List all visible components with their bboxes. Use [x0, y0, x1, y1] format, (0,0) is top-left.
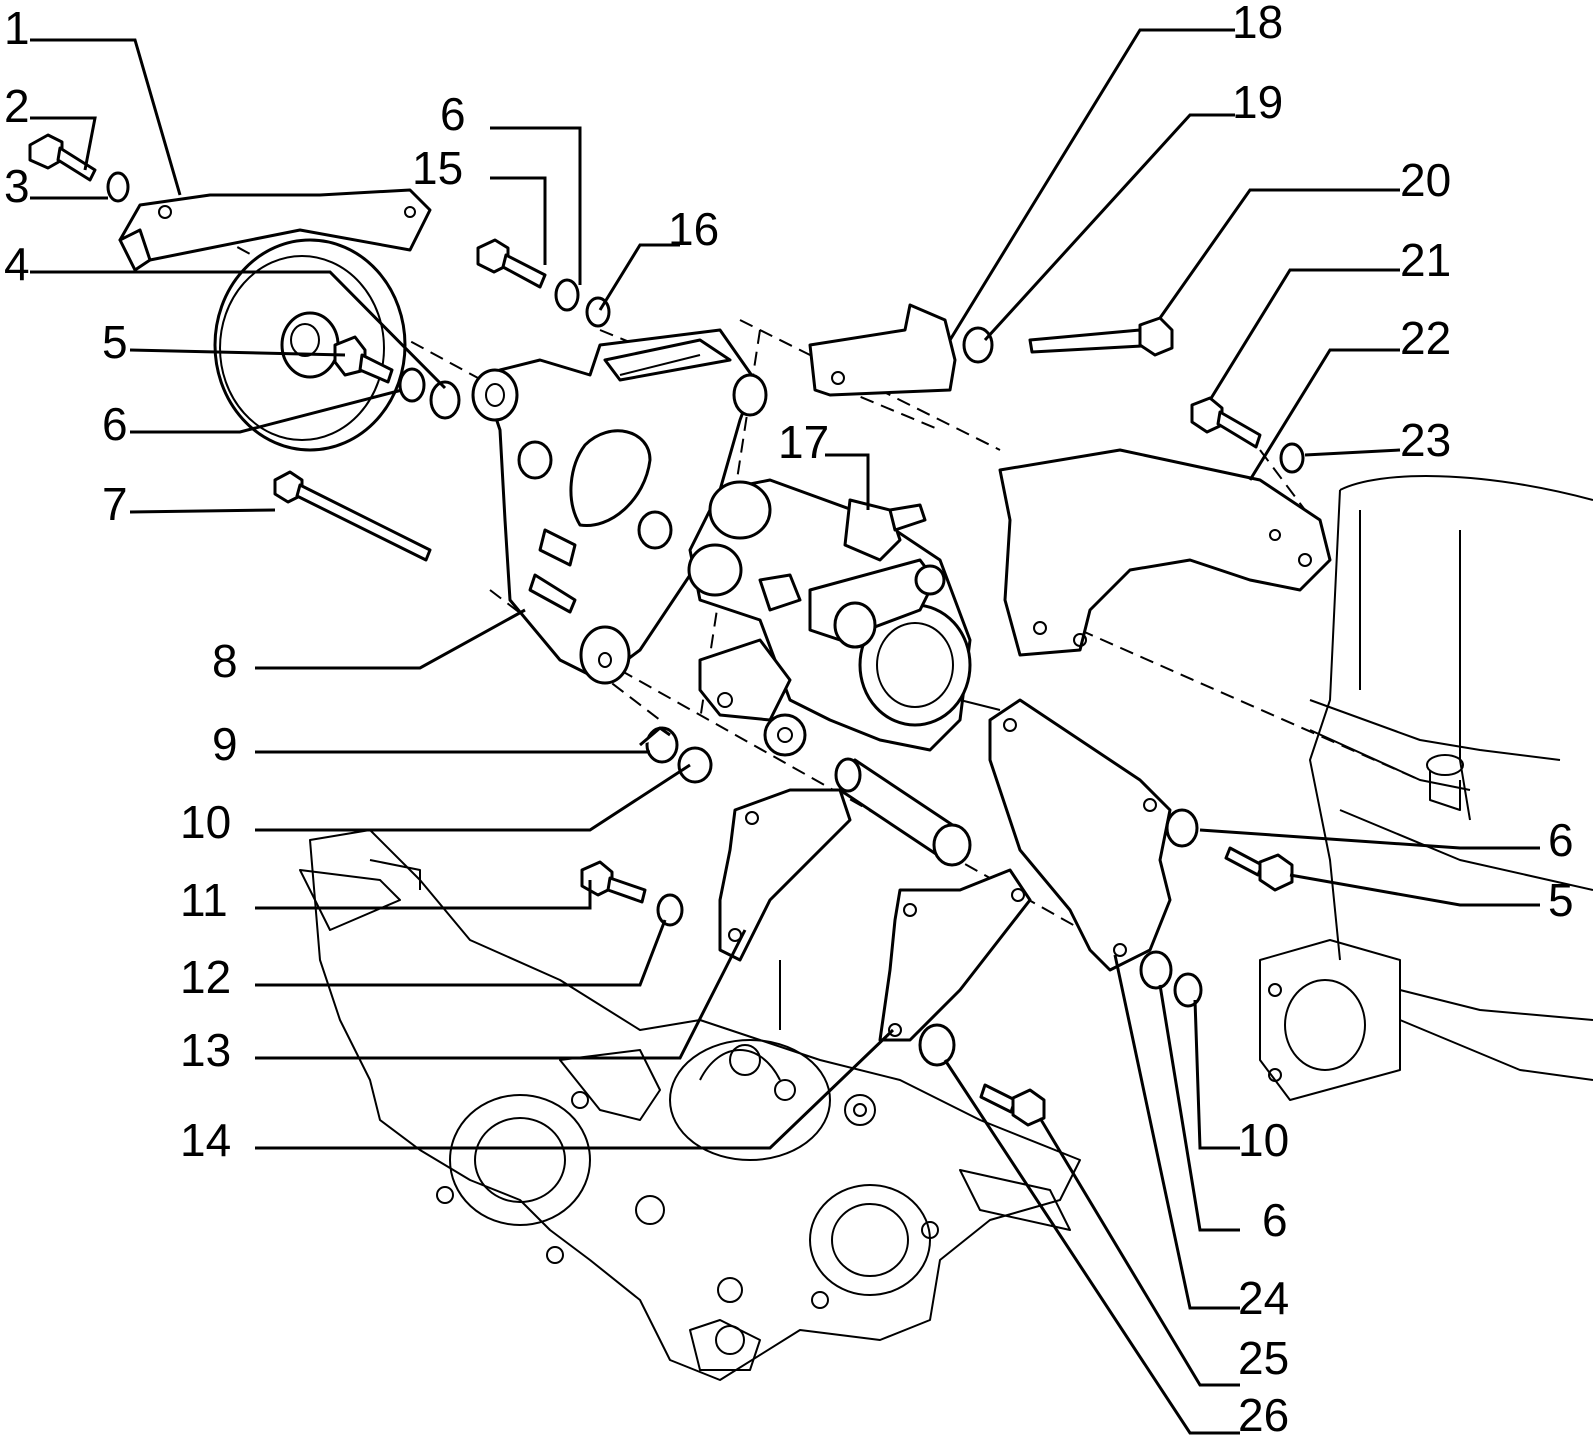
- callout-6: 6: [102, 398, 128, 450]
- callout-15: 15: [412, 142, 463, 194]
- washer-12: [656, 893, 684, 927]
- leader-lines: [30, 28, 1540, 1435]
- nut-19: [962, 326, 994, 364]
- callout-18: 18: [1232, 0, 1283, 48]
- bolt-26: [979, 1083, 1046, 1127]
- plate-14: [878, 868, 1032, 1042]
- callout-10: 10: [180, 796, 231, 848]
- callout-16: 16: [668, 203, 719, 255]
- washer-6-right: [1165, 808, 1199, 848]
- callout-24: 24: [1238, 1272, 1289, 1324]
- bolt-5: [333, 335, 394, 384]
- engine-block: [299, 829, 1081, 1381]
- bracket-18: [808, 303, 957, 397]
- nut-10: [677, 746, 713, 784]
- callout-8: 8: [212, 635, 238, 687]
- bolt-21: [1190, 396, 1262, 449]
- callout-22: 22: [1400, 312, 1451, 364]
- callout-6-top: 6: [440, 88, 466, 140]
- callout-3: 3: [4, 160, 30, 212]
- nut-10-right: [1173, 972, 1203, 1008]
- callout-5: 5: [102, 316, 128, 368]
- callout-4: 4: [4, 238, 30, 290]
- bolt-15: [476, 238, 547, 289]
- callout-7: 7: [102, 478, 128, 530]
- callout-10-right: 10: [1238, 1114, 1289, 1166]
- bolt-5-right: [1224, 846, 1294, 892]
- spacer-4: [429, 380, 461, 420]
- callout-17: 17: [778, 416, 829, 468]
- washer-6-lower: [1139, 950, 1173, 990]
- plate-13: [718, 788, 852, 962]
- callout-12: 12: [180, 951, 231, 1003]
- long-bolt-7: [273, 470, 432, 562]
- callout-19: 19: [1232, 76, 1283, 128]
- callout-23: 23: [1400, 414, 1451, 466]
- washer-6: [398, 367, 426, 403]
- callout-6-right: 6: [1548, 814, 1574, 866]
- spacer-tube-13: [834, 757, 972, 867]
- washer-6-top: [554, 278, 580, 312]
- callout-11: 11: [180, 874, 228, 926]
- pulley-assembly: [118, 188, 432, 452]
- callout-20: 20: [1400, 154, 1451, 206]
- nut-9-flange: [639, 726, 671, 747]
- callout-14: 14: [180, 1114, 231, 1166]
- callout-2: 2: [4, 80, 30, 132]
- pump-body-17: [687, 478, 1001, 757]
- callout-6-lower: 6: [1262, 1194, 1288, 1246]
- engine-head: [1259, 475, 1593, 1101]
- washer-25: [918, 1023, 956, 1067]
- callout-13: 13: [180, 1024, 231, 1076]
- callout-5-right: 5: [1548, 874, 1574, 926]
- callout-1: 1: [4, 2, 30, 54]
- callout-25: 25: [1238, 1332, 1289, 1384]
- bracket-22: [998, 448, 1332, 657]
- callout-9: 9: [212, 718, 238, 770]
- main-bracket-8: [471, 328, 768, 685]
- callout-26: 26: [1238, 1389, 1289, 1435]
- washer-23: [1279, 442, 1305, 474]
- washer-3: [106, 171, 130, 203]
- bracket-24: [988, 698, 1172, 972]
- callout-21: 21: [1400, 234, 1451, 286]
- bolt-20: [1028, 316, 1174, 357]
- callout-labels: 1 2 3 4 5 6 7 8 9 10 11 12 13 14 15 6 16…: [4, 0, 1574, 1435]
- bolt-2: [28, 133, 97, 182]
